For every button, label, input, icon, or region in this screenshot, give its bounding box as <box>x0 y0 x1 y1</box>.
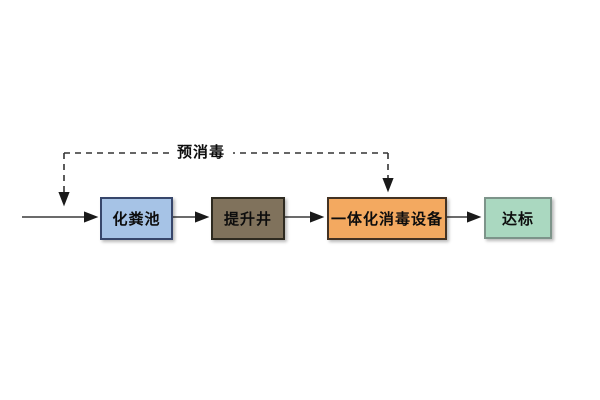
node-integrated-disinfection-unit: 一体化消毒设备 <box>327 197 447 240</box>
node-lift-well-label: 提升井 <box>223 211 272 228</box>
node-septic-tank: 化粪池 <box>100 197 173 240</box>
node-compliant-discharge: 达标 <box>484 197 552 239</box>
node-integrated-disinfection-unit-label: 一体化消毒设备 <box>330 211 443 228</box>
node-compliant-discharge-label: 达标 <box>501 210 534 228</box>
pre-disinfection-label: 预消毒 <box>168 143 234 163</box>
node-lift-well: 提升井 <box>211 197 285 240</box>
node-septic-tank-label: 化粪池 <box>112 211 161 228</box>
